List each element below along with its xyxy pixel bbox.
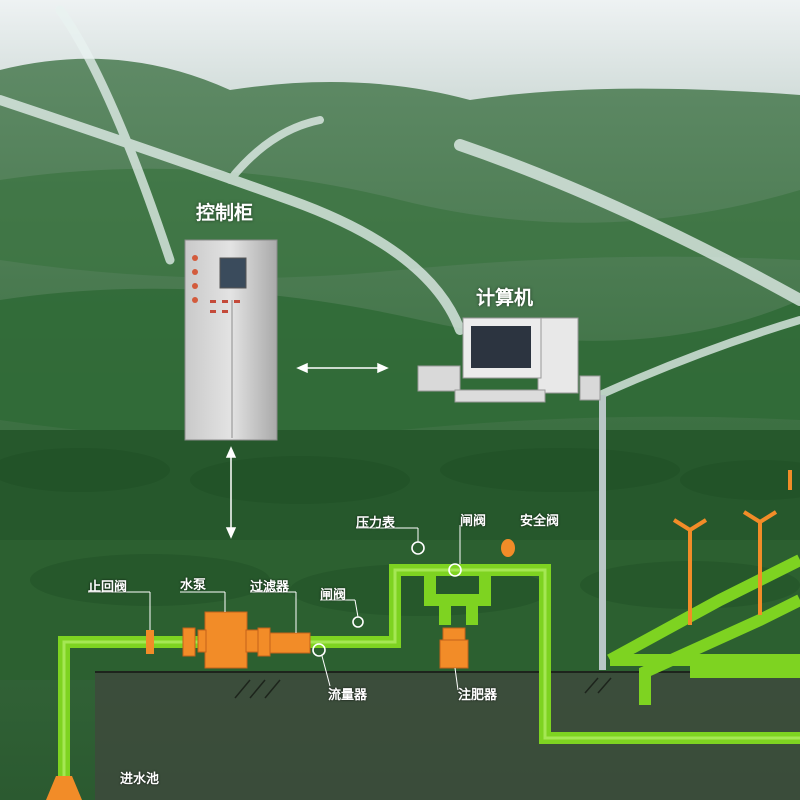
computer-label: 计算机 <box>476 287 534 309</box>
sprinkler-spray <box>0 5 800 399</box>
control-cabinet <box>184 239 278 441</box>
sprinkler-heads <box>672 470 792 625</box>
water-pump-label: 水泵 <box>180 578 207 593</box>
safety-valve-label: 安全阀 <box>520 514 560 529</box>
flow-meter-label: 流量器 <box>328 688 368 703</box>
computer <box>417 317 601 403</box>
safety-valve-body <box>501 539 515 557</box>
leader-lines <box>88 525 461 691</box>
comm-arrows <box>225 362 389 539</box>
fertilizer-injector-label: 注肥器 <box>458 688 498 703</box>
water-pump <box>182 611 259 669</box>
control-cabinet-label: 控制柜 <box>196 202 254 224</box>
filter-label: 过滤器 <box>250 580 290 595</box>
gate-valve-top-label: 闸阀 <box>460 514 487 529</box>
pressure-gauge-label: 压力表 <box>356 516 396 531</box>
sprinkler-riser <box>599 395 606 670</box>
ground-hatch <box>234 677 612 699</box>
tea-hedge-band <box>0 430 800 550</box>
check-valve <box>146 630 154 654</box>
inlet-pool-label: 进水池 <box>120 772 160 787</box>
inlet-funnel <box>46 776 82 800</box>
filter-unit <box>257 627 311 657</box>
check-valve-label: 止回阀 <box>88 580 128 595</box>
gate-valve-mid-label: 闸阀 <box>320 588 347 603</box>
fertilizer-injector-body <box>439 627 469 669</box>
pipe-highlight <box>62 568 800 780</box>
